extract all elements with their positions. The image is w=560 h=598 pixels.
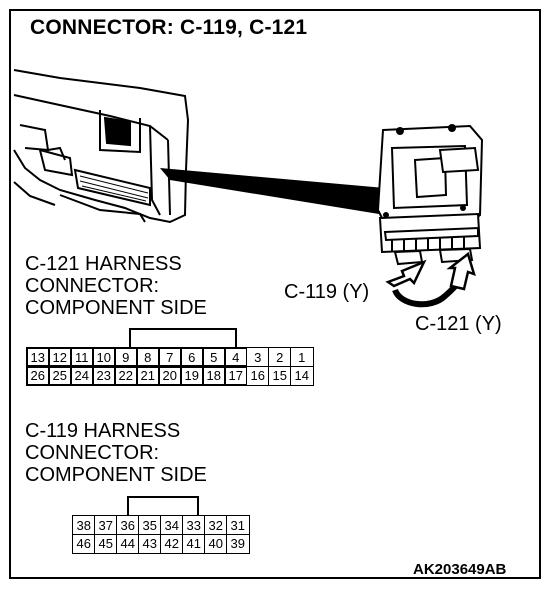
pin-cell: 25 [48,365,72,386]
pin-cell: 43 [138,533,162,554]
pin-cell: 16 [246,365,270,386]
pin-cell: 45 [94,533,118,554]
pin-cell: 39 [226,533,250,554]
pin-cell: 36 [116,515,140,535]
pin-cell: 37 [94,515,118,535]
pin-cell: 11 [70,347,94,367]
pin-cell: 21 [136,365,160,386]
c119-harness-label: C-119 HARNESS CONNECTOR: COMPONENT SIDE [25,420,207,486]
pin-cell: 3 [246,347,270,367]
pin-cell: 6 [180,347,204,367]
pin-cell: 9 [114,347,138,367]
pin-cell: 23 [92,365,116,386]
pin-cell: 14 [290,365,314,386]
c121-locking-tab [129,328,237,348]
c119-callout-label: C-119 (Y) [284,281,370,303]
pin-cell: 13 [26,347,50,367]
pin-cell: 20 [158,365,182,386]
pin-cell: 35 [138,515,162,535]
pin-cell: 34 [160,515,184,535]
pin-cell: 1 [290,347,314,367]
reference-code: AK203649AB [413,561,507,578]
pin-cell: 10 [92,347,116,367]
pin-cell: 4 [224,347,248,367]
pin-cell: 22 [114,365,138,386]
pin-cell: 8 [136,347,160,367]
pin-cell: 19 [180,365,204,386]
pin-cell: 24 [70,365,94,386]
pin-cell: 17 [224,365,248,386]
pin-cell: 7 [158,347,182,367]
c121-callout-label: C-121 (Y) [415,313,502,335]
diagram-frame [9,9,541,579]
pin-cell: 12 [48,347,72,367]
pin-cell: 32 [204,515,228,535]
pin-cell: 44 [116,533,140,554]
c119-locking-tab [127,496,199,516]
pin-cell: 33 [182,515,206,535]
pin-cell: 38 [72,515,96,535]
pin-cell: 41 [182,533,206,554]
pin-cell: 18 [202,365,226,386]
pin-cell: 2 [268,347,292,367]
pin-cell: 42 [160,533,184,554]
pin-cell: 26 [26,365,50,386]
pin-cell: 46 [72,533,96,554]
pin-cell: 31 [226,515,250,535]
diagram-title: CONNECTOR: C-119, C-121 [30,16,308,39]
pin-cell: 40 [204,533,228,554]
pin-cell: 5 [202,347,226,367]
c121-harness-label: C-121 HARNESS CONNECTOR: COMPONENT SIDE [25,253,207,319]
pin-cell: 15 [268,365,292,386]
